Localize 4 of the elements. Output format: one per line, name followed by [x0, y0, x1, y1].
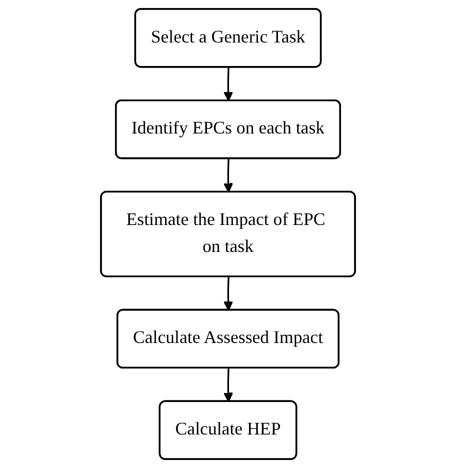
arrow: [223, 67, 234, 102]
arrow: [223, 158, 234, 193]
arrow: [223, 368, 234, 402]
arrow: [223, 276, 234, 311]
